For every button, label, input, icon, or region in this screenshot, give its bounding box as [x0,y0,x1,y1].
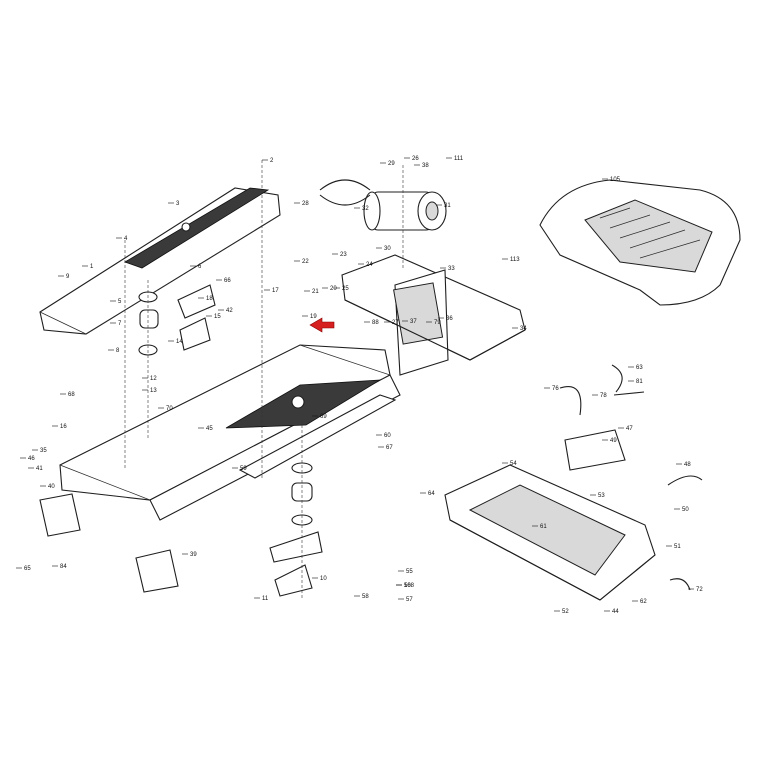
callout-39: 39 [190,552,197,558]
callout-65: 65 [24,566,31,572]
callout-37: 37 [410,319,417,325]
callout-60: 60 [384,433,391,439]
callout-59: 59 [240,466,247,472]
drive-motor [319,179,447,231]
center-cushion-stack [269,462,323,597]
callout-56: 56 [404,583,411,589]
callout-58: 58 [362,594,369,600]
callout-19: 19 [310,314,317,320]
callout-113: 113 [510,257,520,263]
callout-32: 32 [362,206,369,212]
callout-27: 27 [392,320,399,326]
callout-54: 54 [510,461,517,467]
callout-15: 15 [214,314,221,320]
callout-17: 17 [272,288,279,294]
callout-34: 34 [520,326,527,332]
callout-67: 67 [386,445,393,451]
callout-9: 9 [66,274,70,280]
highlight-arrow [309,317,335,333]
callout-28: 28 [302,201,309,207]
callout-7: 7 [118,321,122,327]
callout-78: 78 [600,393,607,399]
callout-12: 12 [150,376,157,382]
callout-55: 55 [406,569,413,575]
callout-44: 44 [612,609,619,615]
callout-20: 20 [330,286,337,292]
callout-88: 88 [372,320,379,326]
callout-31: 31 [444,203,451,209]
callout-51: 51 [674,544,681,550]
callout-70: 70 [166,406,173,412]
callout-76: 76 [552,386,559,392]
assembly-guides [124,160,404,600]
callout-11: 11 [262,596,269,602]
callout-18: 18 [206,296,213,302]
callout-111: 111 [454,156,464,162]
callout-29: 29 [388,161,395,167]
callout-26: 26 [412,156,419,162]
part-callouts: 1234567891011121314151617181920212223242… [16,156,703,615]
callout-50: 50 [682,507,689,513]
callout-23: 23 [340,252,347,258]
callout-47: 47 [626,426,633,432]
left-side-rail [39,187,281,335]
callout-69: 69 [320,414,327,420]
cables [559,364,703,591]
callout-68: 68 [68,392,75,398]
callout-4: 4 [124,236,128,242]
callout-105: 105 [610,177,621,183]
base-pan [444,429,656,601]
callout-5: 5 [118,299,122,305]
callout-40: 40 [48,484,55,490]
callout-108: 108 [404,583,415,589]
callout-38: 38 [422,163,429,169]
callout-3: 3 [176,201,180,207]
callout-66: 66 [224,278,231,284]
callout-13: 13 [150,388,157,394]
callout-21: 21 [312,289,319,295]
callout-2: 2 [270,158,274,164]
callout-14: 14 [176,339,183,345]
callout-42: 42 [226,308,233,314]
callout-46: 46 [28,456,35,462]
callout-33: 33 [448,266,455,272]
callout-6: 6 [198,264,202,270]
callout-1: 1 [90,264,94,270]
callout-81: 81 [636,379,643,385]
callout-16: 16 [60,424,67,430]
callout-79: 79 [434,320,441,326]
callout-62: 62 [640,599,647,605]
callout-10: 10 [320,576,327,582]
callout-72: 72 [696,587,703,593]
callout-61: 61 [540,524,547,530]
treadmill-deck [59,344,401,521]
motor-hood [539,179,741,306]
callout-24: 24 [366,262,373,268]
callout-35: 35 [40,448,47,454]
callout-48: 48 [684,462,691,468]
callout-52: 52 [562,609,569,615]
callout-8: 8 [116,348,120,354]
callout-45: 45 [206,426,213,432]
callout-36: 36 [446,316,453,322]
callout-84: 84 [60,564,67,570]
motor-frame [341,254,526,376]
end-caps [39,493,179,593]
callout-41: 41 [36,466,43,472]
callout-30: 30 [384,246,391,252]
callout-22: 22 [302,259,309,265]
callout-63: 63 [636,365,643,371]
callout-25: 25 [342,286,349,292]
callout-57: 57 [406,597,413,603]
left-cushion-stack [138,284,216,356]
callout-53: 53 [598,493,605,499]
callout-49: 49 [610,438,617,444]
callout-64: 64 [428,491,435,497]
